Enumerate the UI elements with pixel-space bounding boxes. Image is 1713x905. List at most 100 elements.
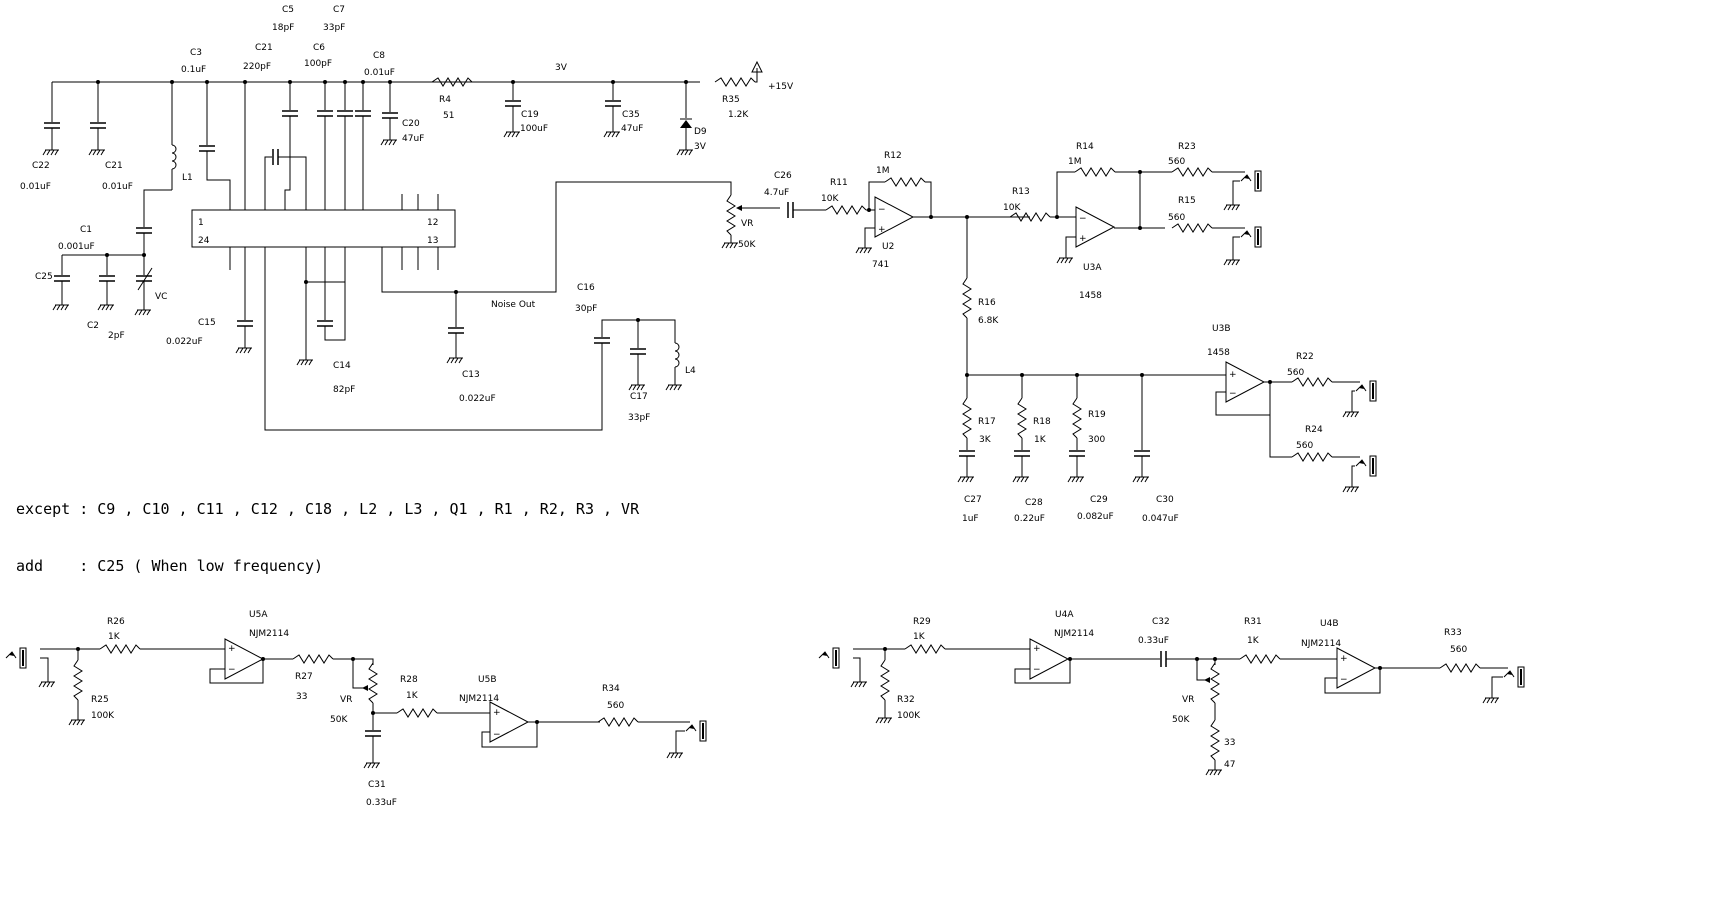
svg-text:+: +	[1033, 644, 1041, 654]
svg-text:−: −	[493, 730, 501, 740]
output-amp-right	[818, 638, 1525, 776]
svg-text:+: +	[878, 225, 886, 235]
label-l4: L4	[685, 366, 696, 376]
label-ic-pin13: 13	[427, 236, 438, 246]
label-r34: R34	[602, 684, 620, 694]
label-r33-lower: 33	[1224, 738, 1235, 748]
label-r16: R16	[978, 298, 996, 308]
label-r31: R31	[1244, 617, 1262, 627]
label-r32-value: 100K	[897, 711, 921, 721]
label-r32: R32	[897, 695, 915, 705]
label-d9-value: 3V	[694, 142, 707, 152]
label-r28-value: 1K	[406, 691, 419, 701]
label-c29: C29	[1090, 495, 1108, 505]
note-add-line: add : C25 ( When low frequency)	[16, 557, 324, 575]
label-c8-value: 0.01uF	[364, 68, 395, 78]
label-r4-value: 51	[443, 111, 454, 121]
label-c16-value: 30pF	[575, 304, 597, 314]
label-r14: R14	[1076, 142, 1094, 152]
label-r23: R23	[1178, 142, 1196, 152]
label-r19-value: 300	[1088, 435, 1105, 445]
label-r31-value: 1K	[1247, 636, 1260, 646]
label-u4b-value: NJM2114	[1301, 639, 1341, 649]
component-labels: C5 18pF C7 33pF C3 0.1uF C21 220pF C6 10…	[20, 5, 1467, 808]
label-c8: C8	[373, 51, 385, 61]
label-u3b-value: 1458	[1207, 348, 1230, 358]
rf-section	[42, 60, 826, 431]
label-c31-value: 0.33uF	[366, 798, 397, 808]
label-ic-pin12: 12	[427, 218, 438, 228]
svg-text:+: +	[228, 644, 236, 654]
label-c29-value: 0.082uF	[1077, 512, 1114, 522]
label-u5b-value: NJM2114	[459, 694, 499, 704]
label-r17: R17	[978, 417, 996, 427]
label-u4a: U4A	[1055, 610, 1074, 620]
label-r12-value: 1M	[876, 166, 890, 176]
label-c15-value: 0.022uF	[166, 337, 203, 347]
label-r29-value: 1K	[913, 632, 926, 642]
output-amp-left	[5, 638, 707, 769]
label-c27-value: 1uF	[962, 514, 979, 524]
label-u3a-value: 1458	[1079, 291, 1102, 301]
label-d9: D9	[694, 127, 707, 137]
label-c30: C30	[1156, 495, 1174, 505]
label-u5a-value: NJM2114	[249, 629, 289, 639]
label-r34-value: 560	[607, 701, 624, 711]
label-r25: R25	[91, 695, 109, 705]
label-r13-value: 10K	[1003, 203, 1021, 213]
label-vr-3: VR	[1182, 695, 1194, 705]
label-c28-value: 0.22uF	[1014, 514, 1045, 524]
label-c32-value: 0.33uF	[1138, 636, 1169, 646]
label-vr-1: VR	[741, 219, 753, 229]
label-r23-value: 560	[1168, 157, 1185, 167]
label-r24-value: 560	[1296, 441, 1313, 451]
label-ic-pin24: 24	[198, 236, 210, 246]
label-c22-value: 0.01uF	[20, 182, 51, 192]
svg-text:−: −	[1033, 665, 1041, 675]
label-c21: C21	[105, 161, 123, 171]
label-l1: L1	[182, 173, 193, 183]
label-r18: R18	[1033, 417, 1051, 427]
label-c26: C26	[774, 171, 792, 181]
label-c13-value: 0.022uF	[459, 394, 496, 404]
label-r22: R22	[1296, 352, 1314, 362]
filter-section	[825, 167, 1377, 493]
label-c21-top-value: 220pF	[243, 62, 271, 72]
label-r27: R27	[295, 672, 313, 682]
label-c14: C14	[333, 361, 351, 371]
label-r22-value: 560	[1287, 368, 1304, 378]
label-c5: C5	[282, 5, 294, 15]
label-c6-value: 100pF	[304, 59, 332, 69]
label-c16: C16	[577, 283, 595, 293]
label-vr-3-value: 50K	[1172, 715, 1190, 725]
label-c6: C6	[313, 43, 325, 53]
label-c31: C31	[368, 780, 386, 790]
label-r14-value: 1M	[1068, 157, 1082, 167]
label-r25-value: 100K	[91, 711, 115, 721]
label-c5-value: 18pF	[272, 23, 294, 33]
label-u2: U2	[882, 242, 894, 252]
label-noise-out: Noise Out	[491, 300, 536, 310]
label-c7: C7	[333, 5, 345, 15]
label-r4: R4	[439, 95, 451, 105]
rf-ic	[191, 209, 456, 248]
label-r35: R35	[722, 95, 740, 105]
label-u5b: U5B	[478, 675, 497, 685]
label-c19: C19	[521, 110, 539, 120]
opamp-pin-signs: −+ −+ +− +− +− +− +−	[228, 205, 1348, 740]
svg-text:−: −	[1079, 214, 1087, 224]
label-r35-value: 1.2K	[728, 110, 749, 120]
label-r33-value: 560	[1450, 645, 1467, 655]
label-c15: C15	[198, 318, 216, 328]
label-r12: R12	[884, 151, 902, 161]
label-vr-2: VR	[340, 695, 352, 705]
svg-text:−: −	[228, 665, 236, 675]
label-c35-value: 47uF	[621, 124, 643, 134]
label-net-3v: 3V	[555, 63, 568, 73]
label-c28: C28	[1025, 498, 1043, 508]
label-c7-value: 33pF	[323, 23, 345, 33]
label-u3b: U3B	[1212, 324, 1231, 334]
label-c20: C20	[402, 119, 420, 129]
label-r15-value: 560	[1168, 213, 1185, 223]
